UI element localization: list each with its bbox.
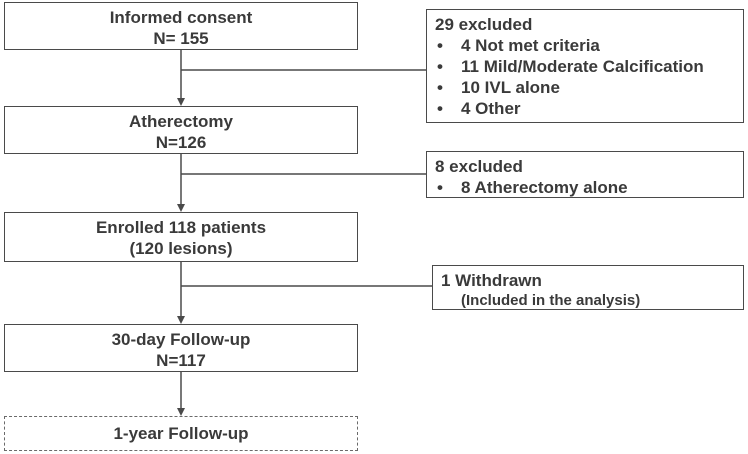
withdrawn-title: 1 Withdrawn <box>441 271 542 290</box>
enrolled-box: Enrolled 118 patients (120 lesions) <box>4 212 358 262</box>
excluded-29-list: • 4 Not met criteria • 11 Mild/Moderate Ca… <box>435 35 735 119</box>
excluded-8-title: 8 excluded <box>435 157 523 176</box>
list-item: • 4 Not met criteria <box>435 35 735 56</box>
list-item-label: 10 IVL alone <box>461 78 560 97</box>
bullet-icon: • <box>437 99 443 118</box>
list-item: • 8 Atherectomy alone <box>435 177 735 198</box>
withdrawn-note: (Included in the analysis) <box>461 292 641 309</box>
informed-consent-box: Informed consent N= 155 <box>4 2 358 50</box>
list-item: • 4 Other <box>435 98 735 119</box>
excluded-8-list: • 8 Atherectomy alone <box>435 177 735 198</box>
excluded-29-box: 29 excluded • 4 Not met criteria • 11 Mild… <box>426 9 744 123</box>
followup-1year-title: 1-year Follow-up <box>113 424 249 443</box>
followup-1year-box: 1-year Follow-up <box>4 416 358 451</box>
bullet-icon: • <box>437 36 443 55</box>
list-item-label: 4 Other <box>461 99 521 118</box>
enrolled-lesions: (120 lesions) <box>129 239 233 258</box>
informed-consent-count: N= 155 <box>153 29 209 48</box>
list-item: • 10 IVL alone <box>435 77 735 98</box>
bullet-icon: • <box>437 57 443 76</box>
bullet-icon: • <box>437 78 443 97</box>
withdrawn-box: 1 Withdrawn (Included in the analysis) <box>432 265 744 310</box>
followup-30day-count: N=117 <box>156 351 206 370</box>
list-item-label: 11 Mild/Moderate Calcification <box>461 57 704 76</box>
list-item-label: 8 Atherectomy alone <box>461 178 628 197</box>
informed-consent-title: Informed consent <box>109 8 253 27</box>
list-item-label: 4 Not met criteria <box>461 36 600 55</box>
atherectomy-box: Atherectomy N=126 <box>4 106 358 154</box>
bullet-icon: • <box>437 178 443 197</box>
excluded-29-title: 29 excluded <box>435 15 533 34</box>
excluded-8-box: 8 excluded • 8 Atherectomy alone <box>426 151 744 198</box>
list-item: • 11 Mild/Moderate Calcification <box>435 56 735 77</box>
followup-30day-box: 30-day Follow-up N=117 <box>4 324 358 372</box>
enrolled-title: Enrolled 118 patients <box>95 218 267 237</box>
followup-30day-title: 30-day Follow-up <box>111 330 251 349</box>
atherectomy-title: Atherectomy <box>129 112 233 131</box>
atherectomy-count: N=126 <box>155 133 207 152</box>
